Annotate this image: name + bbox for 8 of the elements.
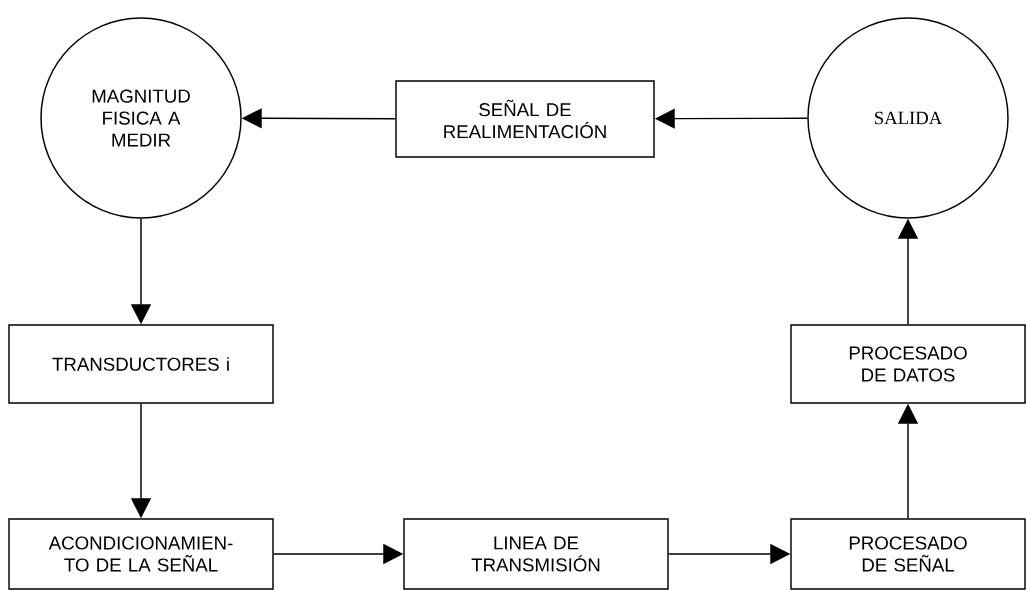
process-box: PROCESADO DE SEÑAL [790, 518, 1026, 590]
process-box: PROCESADO DE DATOS [790, 324, 1026, 404]
process-box: TRANSDUCTORES i [8, 324, 274, 404]
process-box: ACONDICIONAMIEN- TO DE LA SEÑAL [8, 518, 274, 590]
process-box: LINEA DE TRANSMISIÓN [403, 518, 669, 590]
circle-node: MAGNITUD FISICA A MEDIR [40, 17, 242, 219]
circle-node: SALIDA [807, 17, 1009, 219]
process-box: SEÑAL DE REALIMENTACIÓN [395, 80, 655, 158]
